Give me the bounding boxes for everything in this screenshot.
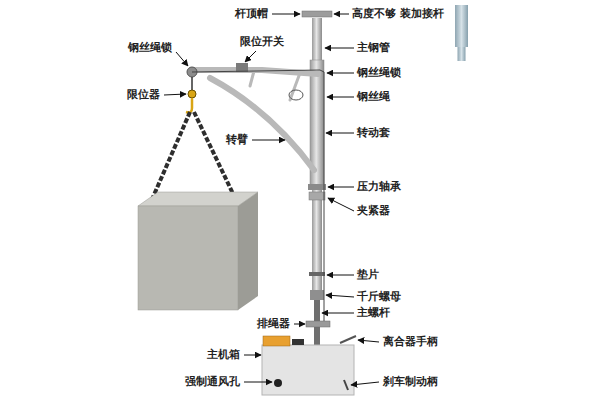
leader-arrow [294, 324, 305, 325]
clutch-handle [340, 336, 356, 343]
switch-block [292, 339, 304, 345]
part-label: 杆顶帽 [235, 7, 268, 20]
leader-arrow [176, 52, 188, 66]
leader-arrow [272, 14, 300, 15]
leader-arrow [252, 140, 285, 141]
leader-arrow [244, 382, 272, 383]
concrete-block [138, 192, 258, 310]
jack-nut [310, 290, 324, 300]
leader-arrow [328, 187, 354, 188]
rope-guide [306, 321, 330, 327]
limit-switch-box [236, 63, 248, 72]
extension-pipe-neck [458, 47, 466, 61]
leader-arrow [325, 48, 354, 49]
clamp [309, 192, 325, 200]
part-label: 主钢管 [357, 41, 390, 54]
leader-arrow [245, 51, 256, 62]
brake-handle [344, 380, 348, 390]
part-label: 千斤螺母 [357, 290, 401, 303]
hook-rope [191, 77, 193, 90]
leader-arrow [351, 382, 379, 385]
arm-brace [210, 78, 314, 170]
part-label: 转动套 [357, 126, 390, 139]
leader-arrow [327, 275, 354, 276]
leader-arrow [327, 97, 354, 98]
part-label: 钢丝绳锁 [357, 66, 401, 79]
leader-arrow [164, 94, 186, 95]
washer [309, 272, 325, 276]
motor-cover [263, 336, 290, 346]
part-label: 限位开关 [240, 35, 284, 48]
part-label: 刹车制动柄 [383, 375, 438, 388]
part-label: 钢丝绳锁 [128, 41, 172, 54]
block-top [138, 192, 258, 206]
chain [194, 112, 236, 200]
main-box [262, 336, 356, 395]
leader-arrow [326, 295, 354, 297]
pressure-bearing [308, 184, 326, 190]
leader-lines [164, 14, 379, 385]
leader-arrow [334, 14, 349, 15]
vent-hole [274, 379, 282, 387]
leader-arrow [328, 198, 354, 211]
pole-top-cap [302, 11, 332, 17]
part-label: 强制通风孔 [185, 375, 240, 388]
part-label: 垫片 [357, 268, 379, 281]
part-label: 排绳器 [257, 317, 290, 330]
extension-pipe-body [455, 5, 468, 47]
part-label: 限位器 [127, 88, 160, 101]
main-box-body [262, 345, 354, 395]
part-label: 高度不够 装加接杆 [352, 7, 444, 20]
leader-arrow [358, 340, 379, 342]
arm-strut [290, 73, 300, 100]
chain [150, 112, 190, 204]
part-label: 主螺杆 [357, 306, 390, 319]
leader-arrow [326, 133, 354, 134]
part-label: 夹紧器 [357, 204, 390, 217]
arm-strut [250, 71, 254, 86]
leader-arrow [244, 355, 261, 356]
wire-rope-loop [289, 90, 303, 100]
part-label: 转臂 [226, 133, 248, 146]
block-side [238, 192, 258, 310]
leader-arrow [322, 313, 354, 314]
part-label: 离合器手柄 [383, 335, 438, 348]
hook [186, 98, 192, 113]
limiter-weight [188, 90, 196, 98]
part-label: 压力轴承 [357, 180, 401, 193]
part-label: 钢丝绳 [357, 90, 390, 103]
extension-pipe [455, 5, 468, 61]
block-front [138, 206, 238, 310]
leader-arrow [327, 73, 354, 74]
part-label: 主机箱 [207, 348, 240, 361]
main-pole [302, 11, 332, 346]
